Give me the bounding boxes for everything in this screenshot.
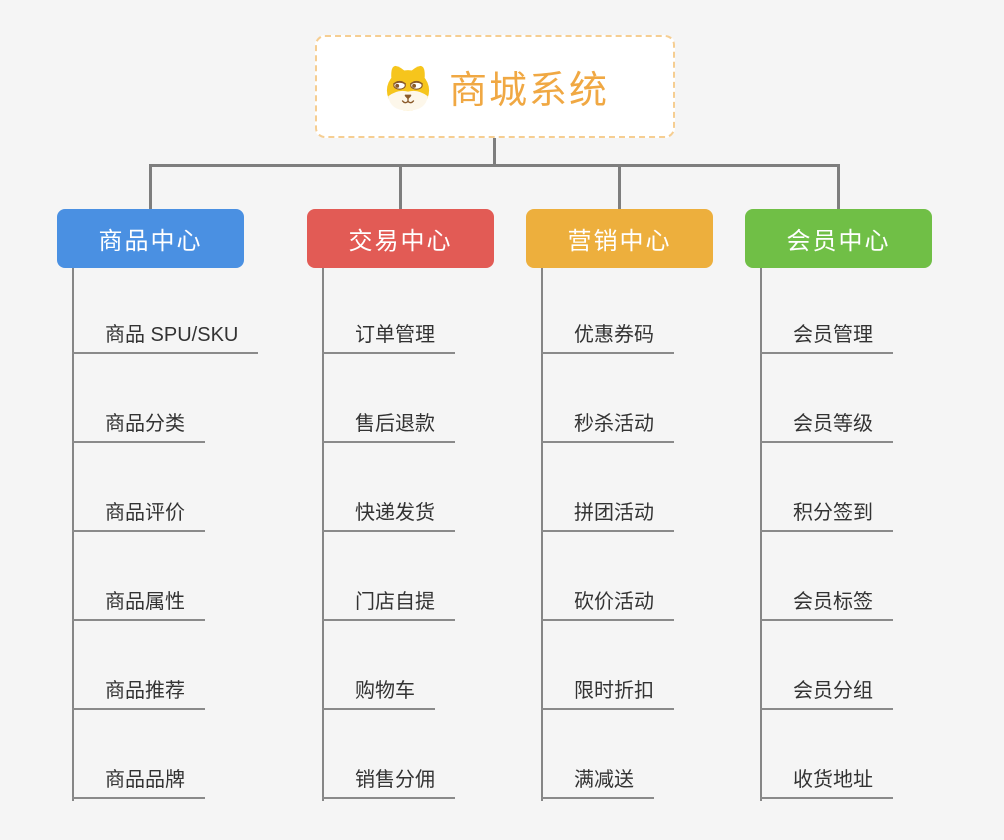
node-label: 购物车	[355, 680, 415, 702]
branch-head-member-center[interactable]: 会员中心	[745, 209, 932, 268]
connector-drop-trade	[399, 167, 402, 209]
branch-trunk	[541, 268, 543, 801]
branch-trade-center: 交易中心 订单管理 售后退款 快递发货 门店自提 购物车 销售分佣	[307, 209, 494, 801]
branch-trunk	[760, 268, 762, 801]
node-label: 收货地址	[793, 769, 873, 791]
connector-horizontal	[149, 164, 840, 167]
node-label: 限时折扣	[574, 680, 654, 702]
branch-trunk	[72, 268, 74, 801]
node-label: 商品推荐	[105, 680, 185, 702]
node-label: 会员管理	[793, 324, 873, 346]
node-label: 优惠券码	[574, 324, 654, 346]
root-title: 商城系统	[448, 70, 609, 112]
branch-product-center: 商品中心 商品 SPU/SKU 商品分类 商品评价 商品属性 商品推荐 商品品牌	[57, 209, 259, 801]
tree-node[interactable]: 购物车	[322, 621, 435, 710]
node-label: 砍价活动	[574, 591, 654, 613]
branch-head-product-center[interactable]: 商品中心	[57, 209, 244, 268]
branch-trunk	[322, 268, 324, 801]
branch-marketing-center: 营销中心 优惠券码 秒杀活动 拼团活动 砍价活动 限时折扣 满减送	[526, 209, 713, 801]
root-node[interactable]: 商城系统	[315, 35, 675, 138]
tree-node[interactable]: 会员等级	[760, 354, 893, 443]
node-label: 售后退款	[355, 413, 435, 435]
node-label: 商品评价	[105, 502, 185, 524]
node-label: 商品 SPU/SKU	[105, 324, 239, 346]
node-label: 商品品牌	[105, 769, 185, 791]
shiba-dog-icon	[386, 65, 430, 111]
tree-node[interactable]: 商品分类	[72, 354, 205, 443]
node-label: 商品分类	[105, 413, 185, 435]
node-label: 会员标签	[793, 591, 873, 613]
tree-node[interactable]: 商品评价	[72, 443, 205, 532]
tree-node[interactable]: 订单管理	[322, 268, 455, 354]
tree-node[interactable]: 快递发货	[322, 443, 455, 532]
tree-node[interactable]: 秒杀活动	[541, 354, 674, 443]
connector-drop-member	[837, 167, 840, 209]
tree-node[interactable]: 商品属性	[72, 532, 205, 621]
tree-node[interactable]: 收货地址	[760, 710, 893, 799]
tree-node[interactable]: 优惠券码	[541, 268, 674, 354]
node-label: 拼团活动	[574, 502, 654, 524]
branch-head-trade-center[interactable]: 交易中心	[307, 209, 494, 268]
node-label: 订单管理	[355, 324, 435, 346]
node-label: 满减送	[574, 769, 634, 791]
tree-node[interactable]: 售后退款	[322, 354, 455, 443]
tree-node[interactable]: 销售分佣	[322, 710, 455, 799]
node-label: 销售分佣	[355, 769, 435, 791]
tree-node[interactable]: 限时折扣	[541, 621, 674, 710]
node-label: 会员等级	[793, 413, 873, 435]
node-label: 秒杀活动	[574, 413, 654, 435]
tree-node[interactable]: 会员管理	[760, 268, 893, 354]
tree-node[interactable]: 商品品牌	[72, 710, 205, 799]
node-label: 商品属性	[105, 591, 185, 613]
tree-node[interactable]: 会员标签	[760, 532, 893, 621]
tree-node[interactable]: 砍价活动	[541, 532, 674, 621]
node-label: 会员分组	[793, 680, 873, 702]
tree-node[interactable]: 积分签到	[760, 443, 893, 532]
tree-node[interactable]: 会员分组	[760, 621, 893, 710]
connector-drop-marketing	[618, 167, 621, 209]
connector-root-stub	[493, 137, 496, 164]
branch-head-marketing-center[interactable]: 营销中心	[526, 209, 713, 268]
node-label: 快递发货	[355, 502, 435, 524]
tree-node[interactable]: 商品 SPU/SKU	[72, 268, 259, 354]
tree-node[interactable]: 满减送	[541, 710, 654, 799]
node-label: 门店自提	[355, 591, 435, 613]
tree-node[interactable]: 门店自提	[322, 532, 455, 621]
tree-node[interactable]: 拼团活动	[541, 443, 674, 532]
tree-node[interactable]: 商品推荐	[72, 621, 205, 710]
connector-drop-product	[149, 167, 152, 209]
branch-member-center: 会员中心 会员管理 会员等级 积分签到 会员标签 会员分组 收货地址	[745, 209, 932, 801]
node-label: 积分签到	[793, 502, 873, 524]
